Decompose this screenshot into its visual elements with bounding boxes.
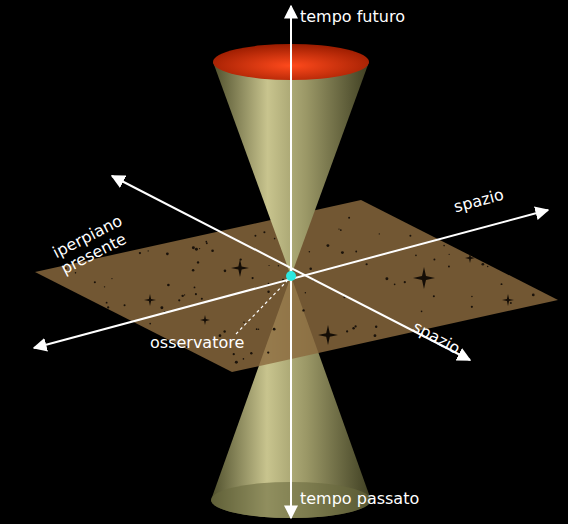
star-dot (104, 286, 105, 287)
star-dot (160, 306, 163, 309)
star-dot (346, 330, 348, 332)
space-axis (112, 176, 470, 360)
star-dot (192, 246, 195, 249)
star-dot (340, 229, 342, 231)
star-dot (443, 245, 445, 247)
axis-label: tempo futuro (300, 8, 405, 26)
star-dot (421, 311, 423, 313)
star-dot (449, 254, 450, 255)
star-dot (106, 302, 108, 304)
star-dot (341, 251, 344, 254)
star-dot (366, 263, 368, 265)
time-axis-down (290, 276, 292, 518)
star-dot (385, 277, 388, 280)
star-dot (256, 328, 258, 330)
star-dot (374, 334, 377, 337)
star-dot (111, 278, 112, 279)
star-dot (471, 296, 472, 297)
leader-line (236, 281, 287, 334)
star-dot (252, 277, 254, 279)
star-dot (197, 261, 199, 263)
star-dot (184, 294, 185, 295)
star-dot (305, 292, 306, 293)
star-dot (223, 330, 225, 332)
star-dot (309, 251, 311, 253)
star-dot (355, 251, 357, 253)
star (318, 325, 338, 345)
star-dot (263, 231, 265, 233)
star (200, 315, 210, 325)
star-dot (433, 295, 435, 297)
star-dot (471, 306, 473, 308)
star-dot (195, 293, 197, 295)
star-dot (178, 299, 180, 301)
star-dot (199, 248, 200, 249)
star-dot (278, 265, 279, 266)
star-dot (302, 309, 304, 311)
star (231, 259, 249, 277)
star-dot (448, 266, 450, 268)
star-dot (510, 302, 512, 304)
star-dot (274, 238, 276, 240)
star-dot (338, 228, 339, 229)
star-dot (258, 329, 259, 330)
star-dot (235, 361, 238, 364)
star-dot (149, 323, 151, 325)
star-dot (107, 306, 109, 308)
axis-label: tempo passato (300, 490, 419, 508)
star-dot (309, 267, 312, 270)
star-dot (243, 322, 244, 323)
observer-label: osservatore (150, 334, 244, 352)
star-dot (166, 252, 169, 255)
star-dot (354, 325, 356, 327)
star-dot (404, 281, 406, 283)
star-dot (375, 326, 377, 328)
star-dot (194, 286, 196, 288)
star-dot (268, 265, 269, 266)
star-dot (211, 249, 214, 252)
star-dot (532, 294, 535, 297)
star-dot (195, 248, 198, 251)
star-dot (206, 242, 208, 244)
star-dot (394, 283, 396, 285)
star-dot (415, 255, 417, 257)
star-dot (167, 284, 170, 287)
star-dot (352, 327, 354, 329)
star (502, 294, 514, 306)
star-dot (348, 217, 350, 219)
star-dot (224, 270, 227, 273)
star-dot (181, 295, 183, 297)
star-dot (267, 291, 269, 293)
star-dot (233, 353, 235, 355)
star-dot (273, 328, 276, 331)
star-dot (148, 250, 149, 251)
star (144, 294, 156, 306)
star-dot (254, 235, 256, 237)
star-dot (139, 252, 141, 254)
observer-dot (286, 271, 296, 281)
star (413, 267, 435, 289)
star-dot (243, 358, 245, 360)
star-dot (379, 233, 380, 234)
star-dot (501, 283, 503, 285)
star-dot (433, 259, 435, 261)
axis-label: spazio (452, 186, 506, 216)
star-dot (409, 235, 411, 237)
star-dot (124, 304, 126, 306)
star-dot (205, 241, 207, 243)
star-dot (250, 352, 252, 354)
star-dot (267, 351, 269, 353)
star-dot (482, 263, 485, 266)
star-dot (326, 244, 329, 247)
star (465, 253, 475, 263)
star-dot (487, 266, 488, 267)
star-dot (94, 281, 96, 283)
star-dot (192, 269, 195, 272)
star-dot (201, 298, 203, 300)
